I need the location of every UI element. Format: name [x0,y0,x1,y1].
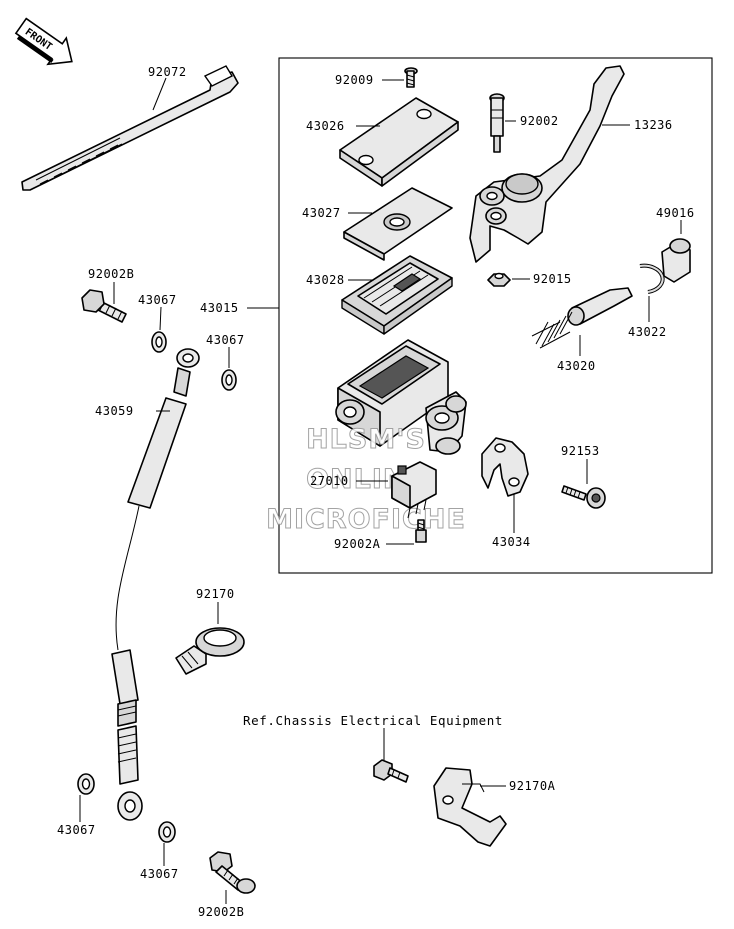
reference-note: Ref.Chassis Electrical Equipment [243,713,503,728]
callout-43022: 43022 [628,325,667,339]
part-43020-piston [531,287,633,349]
part-43059-brake-hose [111,348,200,821]
part-27010-switch [391,461,437,519]
leader-92072 [152,77,167,111]
part-43067-washer-d [158,821,176,843]
part-92170A-bracket [433,767,507,847]
callout-43067-c: 43067 [57,823,96,837]
part-13236-lever [469,65,625,263]
callout-43015: 43015 [200,301,239,315]
callout-92009: 92009 [335,73,374,87]
callout-43020: 43020 [557,359,596,373]
watermark-line-1: HLSM'S [306,424,426,455]
part-92170-clamp [175,627,245,675]
callout-92002A: 92002A [334,537,381,551]
callout-92153: 92153 [561,444,600,458]
part-92002B-bottom-bolt [209,851,256,894]
part-43026-reservoir-cap [339,97,459,187]
callout-92002B-bottom: 92002B [198,905,244,919]
part-92002B-top-bolt [81,289,127,323]
callout-43067-b: 43067 [206,333,245,347]
callout-92170: 92170 [196,587,235,601]
part-92002-pin [489,93,505,153]
callout-49016: 49016 [656,206,695,220]
callout-43067-d: 43067 [140,867,179,881]
part-92015-nut [487,272,511,287]
assembly-43015-frame [278,57,713,574]
callout-43026: 43026 [306,119,345,133]
callout-92015: 92015 [533,272,572,286]
part-92072-cable-tie [21,65,239,191]
part-43067-washer-c [77,773,95,795]
callout-13236: 13236 [634,118,673,132]
part-43028-diaphragm [341,255,453,335]
part-49016-boot [661,238,691,283]
callout-43034: 43034 [492,535,531,549]
callout-43067-a: 43067 [138,293,177,307]
callout-43028: 43028 [306,273,345,287]
part-master-cylinder-body [335,339,467,455]
part-92009-screw [404,67,418,88]
callout-43027: 43027 [302,206,341,220]
front-arrow-badge: FRONT [14,17,73,66]
leader-43067-a [159,306,162,331]
watermark: HLSM'S ONLINE MICROFICHE [266,424,466,536]
callout-92002B-top: 92002B [88,267,134,281]
part-92002A-screw [415,519,427,543]
callout-43059: 43059 [95,404,134,418]
callout-27010: 27010 [310,474,349,488]
watermark-line-3: MICROFICHE [266,504,466,535]
callout-92170A: 92170A [509,779,556,793]
part-43067-washer-b [221,369,237,391]
part-ref-bolt [373,759,409,783]
part-43027-plate [343,187,453,261]
part-43022-circlip [639,263,665,294]
part-43067-washer-a [151,331,167,353]
callout-92002: 92002 [520,114,559,128]
part-43034-clamp [481,437,529,497]
callout-92072: 92072 [148,65,187,79]
part-92153-bolt [561,485,606,509]
